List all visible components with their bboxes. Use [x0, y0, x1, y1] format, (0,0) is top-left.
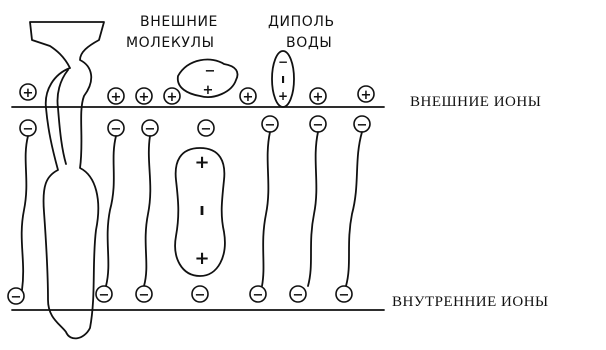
outer-ion-plus-2: + [107, 87, 125, 105]
svg-text:−: − [195, 288, 206, 303]
inner-ion-minus-7: − [335, 285, 353, 303]
lipid-6: − [307, 115, 327, 287]
lipid-2: − [105, 119, 125, 287]
inner-ion-minus-5: − [249, 285, 267, 303]
internal-dipole-molecule: + ı + [174, 147, 226, 277]
svg-text:−: − [313, 118, 324, 133]
svg-text:+: + [23, 86, 34, 101]
svg-text:−: − [99, 288, 110, 303]
label-external-ions: ВНЕШНИЕ ИОНЫ [410, 94, 541, 110]
outer-ion-plus-6: + [309, 87, 327, 105]
svg-text:−: − [205, 64, 216, 79]
svg-text:+: + [167, 90, 178, 105]
outer-ion-plus-3: + [135, 87, 153, 105]
label-external-molecules-line1: ВНЕШНИЕ [140, 14, 218, 30]
svg-text:−: − [145, 122, 156, 137]
lipid-1: − [19, 119, 37, 291]
outer-ion-plus-7: + [357, 85, 375, 103]
lipid-3: − [141, 119, 159, 287]
svg-text:−: − [23, 122, 34, 137]
svg-text:+: + [139, 90, 150, 105]
svg-text:−: − [201, 122, 212, 137]
svg-text:−: − [357, 118, 368, 133]
external-molecule: − + [176, 58, 239, 98]
lipid-5: − [261, 115, 279, 287]
inner-ion-minus-1: − [7, 287, 25, 305]
svg-text:+: + [203, 83, 214, 98]
transmembrane-protein [29, 21, 105, 340]
svg-text:−: − [339, 288, 350, 303]
label-water-dipole-line1: ДИПОЛЬ [268, 14, 335, 30]
inner-ion-minus-3: − [135, 285, 153, 303]
svg-text:−: − [293, 288, 304, 303]
svg-text:ı: ı [199, 200, 204, 219]
label-internal-ions: ВНУТРЕННИЕ ИОНЫ [392, 294, 549, 310]
svg-text:−: − [265, 118, 276, 133]
inner-ion-minus-6: − [289, 285, 307, 303]
svg-text:+: + [313, 90, 324, 105]
svg-text:ı: ı [281, 72, 285, 86]
label-water-dipole-line2: ВОДЫ [286, 35, 332, 51]
lipid-4: − [197, 119, 215, 137]
svg-text:+: + [278, 89, 288, 103]
svg-text:−: − [139, 288, 150, 303]
inner-ion-minus-2: − [95, 285, 113, 303]
outer-ion-plus-4: + [163, 87, 181, 105]
svg-text:−: − [278, 55, 288, 69]
inner-ion-minus-4: − [191, 285, 209, 303]
svg-text:+: + [243, 90, 254, 105]
svg-text:−: − [253, 288, 264, 303]
label-external-molecules-line2: МОЛЕКУЛЫ [126, 35, 215, 51]
svg-text:−: − [111, 122, 122, 137]
svg-text:+: + [194, 152, 209, 173]
svg-text:−: − [11, 290, 22, 305]
outer-ion-plus-1: + [19, 83, 37, 101]
protein-inner-contour [56, 69, 69, 165]
water-dipole: − ı + [271, 50, 295, 108]
svg-text:+: + [111, 90, 122, 105]
svg-text:+: + [361, 88, 372, 103]
outer-ion-plus-5: + [239, 87, 257, 105]
lipid-7: − [345, 115, 371, 287]
svg-text:+: + [194, 248, 209, 269]
